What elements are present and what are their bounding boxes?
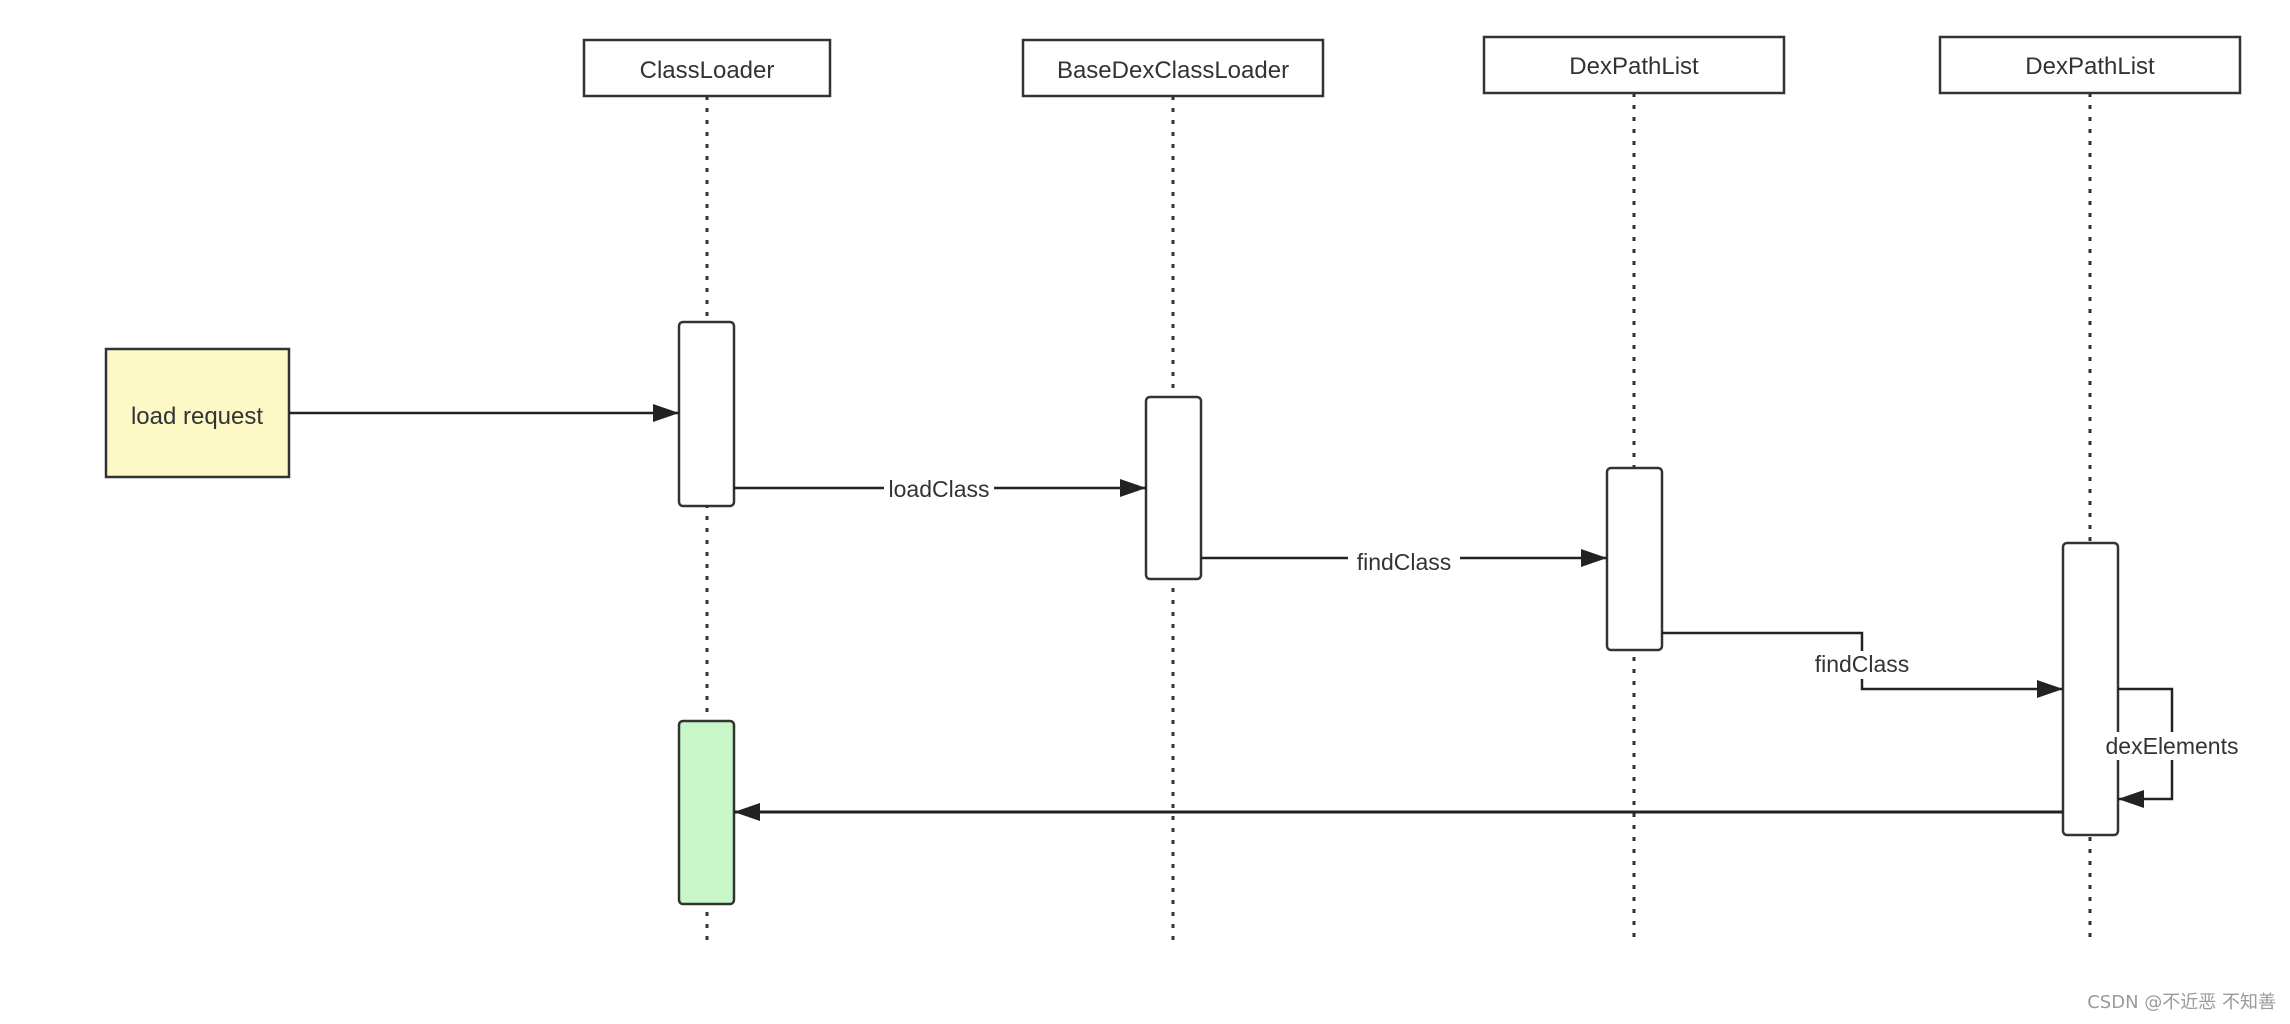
message-label: loadClass: [889, 476, 990, 502]
message-loadclass: loadClass: [734, 475, 1146, 502]
message-findclass-1: findClass: [1201, 545, 1607, 575]
watermark: CSDN @不近恶 不知善: [2087, 992, 2276, 1013]
participant-dexpathlist-1[interactable]: DexPathList: [1482, 35, 1786, 95]
participant-label: ClassLoader: [640, 57, 775, 84]
load-request-label: load request: [131, 403, 263, 430]
activation-basedexclassloader: [1144, 395, 1203, 581]
participant-label: DexPathList: [1569, 53, 1699, 80]
participant-label: BaseDexClassLoader: [1057, 57, 1289, 84]
message-dexelements: dexElements: [2101, 687, 2243, 808]
activation-dexpathlist-1: [1605, 466, 1664, 652]
message-label: findClass: [1357, 549, 1452, 575]
activation-classloader-return: [677, 719, 736, 906]
message-label: dexElements: [2106, 733, 2239, 759]
activation-classloader: [677, 320, 736, 508]
participant-basedexclassloader[interactable]: BaseDexClassLoader: [1021, 38, 1325, 98]
message-label: findClass: [1815, 651, 1910, 677]
participant-dexpathlist-2[interactable]: DexPathList: [1938, 35, 2242, 95]
message-findclass-2: findClass: [1662, 631, 2063, 698]
participant-label: DexPathList: [2025, 53, 2155, 80]
participant-classloader[interactable]: ClassLoader: [582, 38, 832, 98]
activation-dexpathlist-2: [2061, 541, 2120, 837]
load-request-box[interactable]: load request: [104, 347, 291, 479]
